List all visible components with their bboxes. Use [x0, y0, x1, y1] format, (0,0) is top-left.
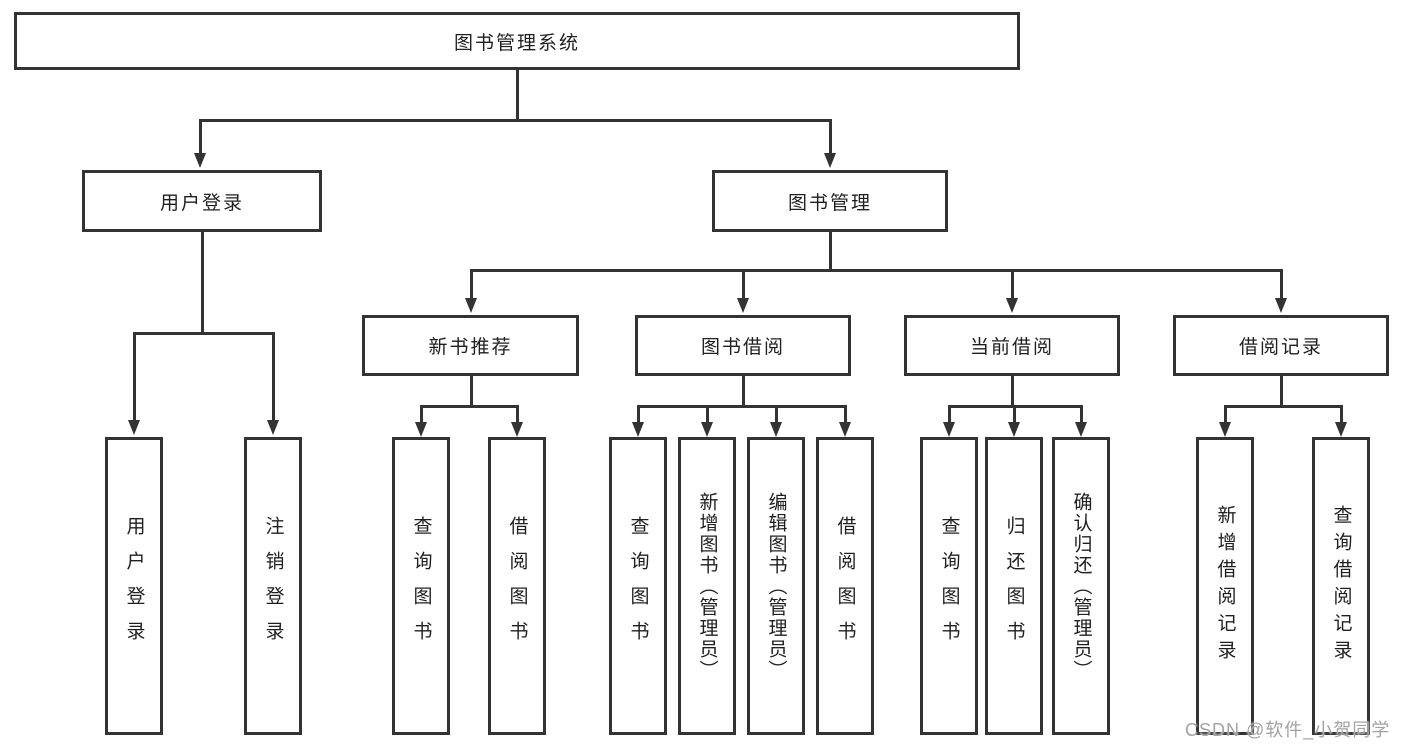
connector-newbook-drop-2 [516, 405, 519, 423]
connector-record-stem [1280, 376, 1283, 406]
connector-root-drop-right [829, 119, 832, 153]
node-user-login: 用户登录 [82, 170, 322, 232]
connector-borrow-hline [637, 405, 847, 408]
arrowhead-borrow-record [1275, 298, 1287, 313]
leaf-current-query-book: 查询图书 [920, 437, 978, 735]
connector-borrow-drop-2 [706, 405, 709, 423]
connector-mgmt-drop-1 [470, 269, 473, 299]
connector-current-drop-1 [948, 405, 951, 423]
connector-newbook-hline [420, 405, 519, 408]
arrowhead-newbook-leaf-1 [415, 422, 427, 437]
arrowhead-record-leaf-2 [1335, 422, 1347, 437]
arrowhead-book-borrow [737, 298, 749, 313]
leaf-return-book: 归还图书 [985, 437, 1043, 735]
connector-mgmt-stem [829, 232, 832, 270]
arrowhead-borrow-leaf-4 [839, 422, 851, 437]
connector-borrow-stem [742, 376, 745, 406]
arrowhead-newbook-leaf-2 [511, 422, 523, 437]
leaf-borrow-query-book: 查询图书 [609, 437, 667, 735]
leaf-add-book-admin: 新增图书（管理员） [678, 437, 736, 735]
node-book-borrow: 图书借阅 [635, 315, 851, 376]
leaf-borrow-borrow-book: 借阅图书 [816, 437, 874, 735]
arrowhead-book-mgmt [824, 153, 836, 168]
arrowhead-current-leaf-1 [943, 422, 955, 437]
arrowhead-leaf-user-login [128, 420, 140, 435]
arrowhead-current-borrow [1006, 298, 1018, 313]
connector-borrow-drop-4 [844, 405, 847, 423]
arrowhead-leaf-logout [267, 420, 279, 435]
node-new-book: 新书推荐 [362, 315, 579, 376]
connector-newbook-stem [470, 376, 473, 406]
leaf-edit-book-admin: 编辑图书（管理员） [747, 437, 805, 735]
leaf-newbook-query-book: 查询图书 [392, 437, 450, 735]
leaf-newbook-borrow-book: 借阅图书 [488, 437, 546, 735]
leaf-logout: 注销登录 [244, 437, 302, 735]
leaf-add-borrow-record: 新增借阅记录 [1196, 437, 1254, 735]
watermark: CSDN @软件_小贺同学 [1185, 720, 1391, 740]
node-root: 图书管理系统 [14, 12, 1020, 70]
arrowhead-new-book [465, 298, 477, 313]
connector-current-drop-3 [1080, 405, 1083, 423]
connector-mgmt-drop-3 [1011, 269, 1014, 299]
arrowhead-user-login [194, 153, 206, 168]
connector-mgmt-drop-4 [1280, 269, 1283, 299]
connector-current-drop-2 [1013, 405, 1016, 423]
leaf-query-borrow-record: 查询借阅记录 [1312, 437, 1370, 735]
node-borrow-record: 借阅记录 [1173, 315, 1389, 376]
connector-root-drop-left [199, 119, 202, 153]
arrowhead-record-leaf-1 [1219, 422, 1231, 437]
connector-newbook-drop-1 [420, 405, 423, 423]
connector-record-drop-2 [1340, 405, 1343, 423]
connector-root-hline [199, 119, 832, 122]
arrowhead-current-leaf-3 [1075, 422, 1087, 437]
arrowhead-borrow-leaf-2 [701, 422, 713, 437]
arrowhead-current-leaf-2 [1008, 422, 1020, 437]
connector-borrow-drop-1 [637, 405, 640, 423]
connector-record-drop-1 [1224, 405, 1227, 423]
connector-mgmt-drop-2 [742, 269, 745, 299]
connector-login-hline [133, 332, 275, 335]
connector-mgmt-hline [470, 269, 1283, 272]
connector-login-drop-2 [272, 332, 275, 421]
connector-record-hline [1224, 405, 1343, 408]
leaf-user-login: 用户登录 [105, 437, 163, 735]
connector-current-stem [1011, 376, 1014, 406]
connector-login-stem [201, 232, 204, 333]
node-book-mgmt: 图书管理 [712, 170, 948, 232]
arrowhead-borrow-leaf-3 [770, 422, 782, 437]
connector-borrow-drop-3 [775, 405, 778, 423]
node-current-borrow: 当前借阅 [904, 315, 1120, 376]
leaf-confirm-return-admin: 确认归还（管理员） [1052, 437, 1110, 735]
arrowhead-borrow-leaf-1 [632, 422, 644, 437]
connector-root-stem [516, 70, 519, 120]
connector-login-drop-1 [133, 332, 136, 421]
